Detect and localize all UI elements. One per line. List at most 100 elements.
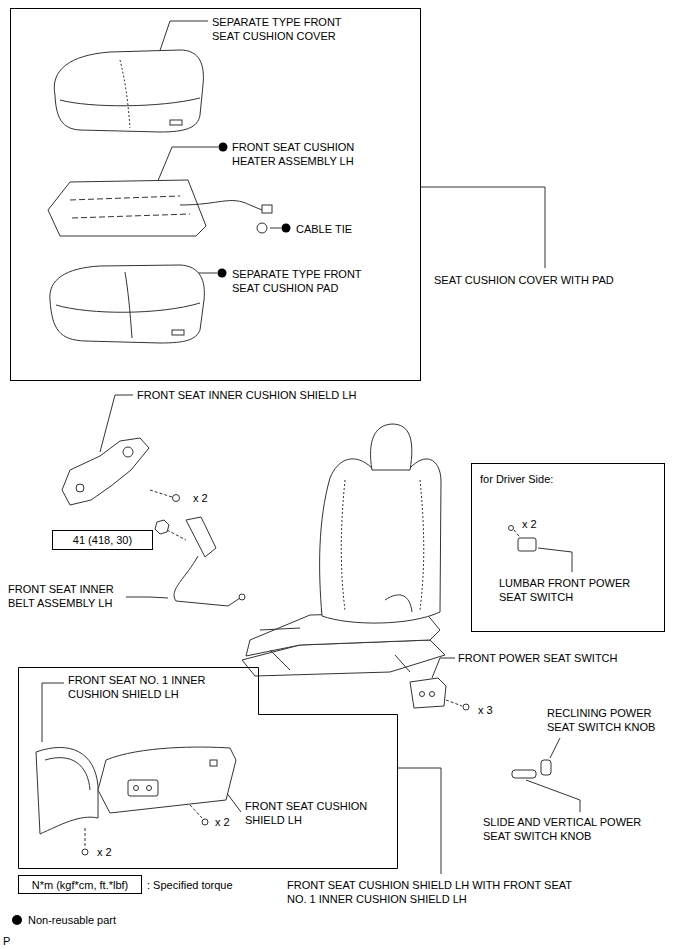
legend-text: Non-reusable part <box>28 913 116 927</box>
shield-parts-part <box>45 758 90 790</box>
part-name: FRONT SEAT INNER BELT ASSEMBLY LH <box>8 582 123 610</box>
quantity-label: x 3 <box>478 703 493 717</box>
leader-lines-part <box>538 548 572 572</box>
switch-parts-part <box>463 704 469 710</box>
cushion-parts <box>48 50 272 343</box>
part-name: SEPARATE TYPE FRONT SEAT CUSHION COVER <box>212 15 352 43</box>
parts-group-box: SEPARATE TYPE FRONT SEAT CUSHION COVER FR… <box>10 8 421 381</box>
part-name: for Driver Side: <box>480 472 553 486</box>
cushion-parts-part <box>120 60 130 128</box>
part-name: FRONT SEAT INNER CUSHION SHIELD LH <box>137 388 356 402</box>
cushion-parts-part <box>48 180 206 236</box>
shield-group-box: FRONT SEAT NO. 1 INNER CUSHION SHIELD LH… <box>18 667 398 869</box>
switch-parts-part <box>430 692 435 697</box>
torque-legend-box: N*m (kgf*cm, ft.*lbf) <box>18 875 142 894</box>
switch-parts-part <box>509 526 514 531</box>
side-parts-part <box>174 556 240 606</box>
switch-parts-part <box>512 770 536 778</box>
leader-lines-part <box>126 597 168 598</box>
quantity-label: x 2 <box>193 491 208 505</box>
switch-parts-part <box>420 692 425 697</box>
non-reusable-dots-part <box>219 143 228 152</box>
cushion-parts-part <box>54 50 203 132</box>
part-name: N*m (kgf*cm, ft.*lbf) <box>32 878 129 892</box>
shield-parts-part <box>36 747 98 834</box>
legend-dot <box>12 915 22 925</box>
side-parts <box>62 438 245 606</box>
seat-assembly-part <box>371 424 412 470</box>
side-parts-part <box>62 438 149 505</box>
part-name: FRONT SEAT CUSHION SHIELD LH WITH FRONT … <box>287 878 577 906</box>
leader-lines <box>42 21 580 874</box>
part-name: CABLE TIE <box>296 222 352 236</box>
cushion-parts-part <box>180 201 262 210</box>
shield-parts-part <box>134 786 139 791</box>
leader-lines-part <box>420 187 545 268</box>
seat-assembly-part <box>320 459 441 623</box>
seat-assembly <box>242 424 445 676</box>
quantity-label: P <box>3 934 10 948</box>
cushion-parts-part <box>60 98 200 106</box>
non-reusable-dots-part <box>282 224 291 233</box>
fastener-lines-part <box>167 530 186 540</box>
leader-lines-part <box>432 658 455 678</box>
fastener-lines-part <box>150 490 172 497</box>
part-name: 41 (418, 30) <box>73 533 132 547</box>
cushion-parts-part <box>125 272 132 338</box>
seat-assembly-part <box>260 628 410 672</box>
switch-parts-part <box>541 760 551 775</box>
shield-parts-part <box>202 819 208 825</box>
side-parts-part <box>123 447 133 457</box>
shield-parts-part <box>98 747 236 813</box>
leader-lines-part <box>550 738 560 758</box>
part-name: FRONT SEAT NO. 1 INNER CUSHION SHIELD LH <box>68 673 228 701</box>
quantity-label: x 2 <box>522 517 537 531</box>
shield-parts-part <box>210 760 217 766</box>
switch-parts-part <box>410 678 446 708</box>
part-name: SEPARATE TYPE FRONT SEAT CUSHION PAD <box>232 267 372 295</box>
part-name: LUMBAR FRONT POWER SEAT SWITCH <box>499 576 639 604</box>
quantity-label: x 2 <box>215 815 230 829</box>
cushion-parts-part <box>262 205 272 213</box>
quantity-label: x 2 <box>97 845 112 859</box>
part-name: FRONT POWER SEAT SWITCH <box>458 651 618 665</box>
side-parts-part <box>186 517 216 557</box>
part-name: SLIDE AND VERTICAL POWER SEAT SWITCH KNO… <box>483 815 668 843</box>
fastener-lines-part <box>190 805 202 818</box>
non-reusable-dots-part <box>218 269 227 278</box>
group-outline-path <box>19 668 398 869</box>
part-name: SEAT CUSHION COVER WITH PAD <box>434 273 614 287</box>
fastener-lines <box>85 490 522 848</box>
cushion-parts-part <box>257 223 267 233</box>
cushion-parts-part <box>172 330 184 335</box>
side-parts-part <box>173 495 180 502</box>
torque-box: 41 (418, 30) <box>52 530 153 550</box>
part-name: RECLINING POWER SEAT SWITCH KNOB <box>547 706 672 734</box>
switch-parts <box>410 526 551 779</box>
leader-lines-part <box>270 228 281 229</box>
fastener-lines-part <box>85 828 86 848</box>
shield-parts-part <box>147 786 152 791</box>
part-name: FRONT SEAT CUSHION SHIELD LH <box>245 799 370 827</box>
cushion-parts-part <box>50 265 205 343</box>
leader-lines-part <box>397 768 441 874</box>
switch-parts-part <box>518 538 536 551</box>
seat-assembly-part <box>341 480 424 610</box>
cushion-parts-part <box>56 303 200 312</box>
shield-parts-part <box>82 849 88 855</box>
leader-lines-part <box>42 683 64 742</box>
side-parts-part <box>155 520 169 534</box>
legend-text: : Specified torque <box>147 878 233 892</box>
leader-lines-part <box>226 792 241 812</box>
fastener-lines-part <box>446 700 462 706</box>
part-name: FRONT SEAT CUSHION HEATER ASSEMBLY LH <box>232 140 372 168</box>
side-parts-part <box>239 594 245 600</box>
cushion-parts-part <box>170 120 182 125</box>
cushion-parts-part <box>70 196 190 218</box>
leader-lines-part <box>526 780 580 812</box>
seat-assembly-part <box>385 595 412 612</box>
shield-parts-part <box>128 780 158 796</box>
side-parts-part <box>76 484 84 492</box>
shield-parts <box>36 747 236 855</box>
